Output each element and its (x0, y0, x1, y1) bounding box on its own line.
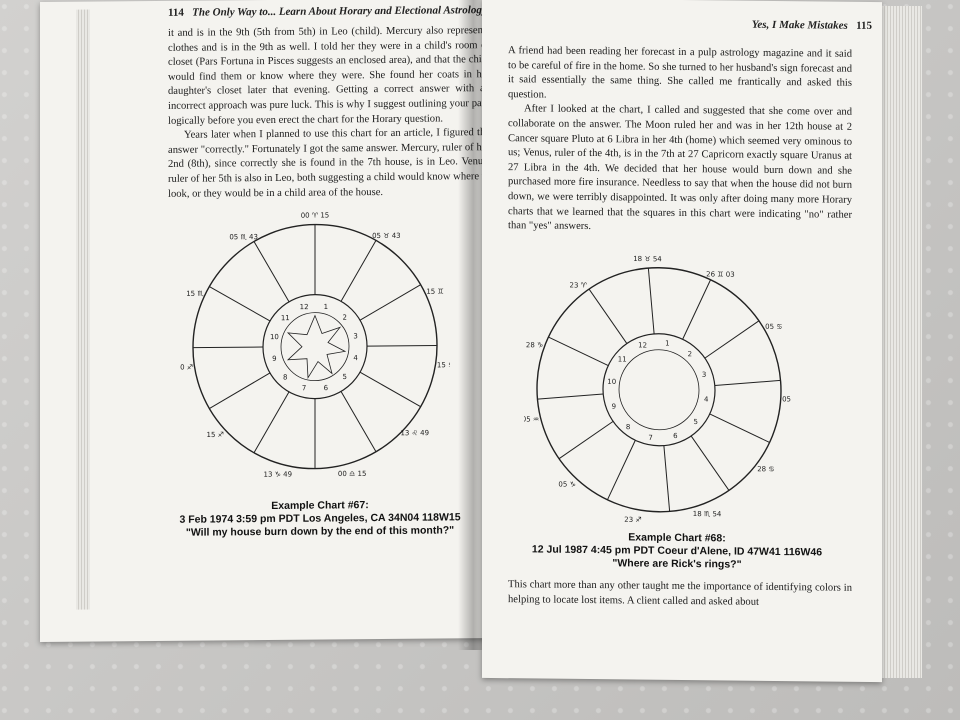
right-page-running-title: Yes, I Make Mistakes (751, 18, 848, 32)
house-number: 12 (638, 341, 647, 349)
page-edges-right (876, 6, 922, 678)
house-cusp-line (690, 435, 730, 491)
house-number: 8 (283, 374, 287, 382)
cusp-sign-label: 05 ♏ 43 (229, 233, 258, 241)
page-edges-left (76, 9, 90, 610)
cusp-sign-label: 26 ♊ 03 (706, 270, 735, 278)
horary-chart-67: 00 ♈ 15 05 ♉ 43 15 ♊ 15 ♋ 13 ♌ 49 00 ♎ 15 13 ♑… (180, 211, 450, 478)
left-paragraph-1: it and is in the 9th (5th from 5th) in L… (168, 25, 490, 127)
house-number: 7 (648, 434, 652, 442)
house-cusp-line (606, 440, 636, 501)
house-number: 11 (281, 314, 290, 322)
house-number: 3 (702, 371, 706, 379)
house-number: 1 (665, 340, 669, 348)
house-number: 2 (688, 350, 692, 358)
house-cusp-line (709, 413, 770, 443)
house-number: 10 (607, 378, 616, 386)
cusp-sign-label: 18 ♏ 54 (693, 510, 722, 518)
right-page-body: A friend had been reading her forecast i… (508, 44, 852, 237)
aspect-star (286, 314, 347, 379)
house-cusp-line (537, 393, 604, 400)
cusp-sign-label: 10 ♐ (180, 363, 193, 371)
cusp-sign-label: 15 ♏ (186, 290, 204, 298)
cusp-sign-label: 15 ♊ (426, 288, 443, 296)
cusp-sign-label: 15 ♐ (207, 431, 224, 439)
left-paragraph-2: Years later when I planned to use this c… (168, 127, 490, 200)
chart-68-caption: Example Chart #68: 12 Jul 1987 4:45 pm P… (502, 530, 852, 573)
house-cusp-line (714, 379, 781, 386)
house-number: 6 (673, 432, 678, 440)
left-page-number: 114 (168, 6, 184, 19)
house-cusp-line (548, 336, 609, 367)
cusp-sign-label: 15 ♋ (437, 361, 450, 369)
cusp-sign-label: 13 ♑ 49 (264, 470, 293, 478)
left-page-body: it and is in the 9th (5th from 5th) in L… (168, 24, 490, 202)
left-page: 114 The Only Way to... Learn About Horar… (40, 0, 498, 642)
cusp-sign-label: 23 ♈ (570, 281, 588, 289)
house-cusp-line (253, 241, 290, 303)
house-cusp-line (663, 445, 671, 512)
house-cusp-line (209, 286, 271, 322)
house-number: 5 (342, 373, 346, 381)
chart-67-question: "Will my house burn down by the end of t… (185, 524, 455, 539)
house-number: 1 (324, 303, 328, 311)
right-page-number: 115 (856, 19, 872, 32)
house-cusp-line (340, 391, 377, 452)
cusp-sign-label: 05 ♑ (558, 481, 575, 489)
right-paragraph-3: This chart more than any other taught me… (508, 579, 852, 608)
house-number: 3 (353, 332, 357, 340)
cusp-sign-label: 23 ♐ (624, 516, 641, 524)
chart-67-caption: Example Chart #67: 3 Feb 1974 3:59 pm PD… (150, 498, 490, 540)
cusp-sign-label: 00 ♈ 15 (301, 211, 330, 219)
right-page-header: Yes, I Make Mistakes 115 (682, 18, 872, 32)
right-paragraph-1: A friend had been reading her forecast i… (508, 45, 852, 101)
house-number: 4 (704, 396, 709, 404)
house-number: 11 (618, 355, 627, 363)
left-page-running-title: The Only Way to... Learn About Horary an… (192, 4, 487, 19)
house-cusp-line (588, 288, 628, 344)
house-number: 7 (302, 384, 306, 392)
right-paragraph-2: After I looked at the chart, I called an… (508, 103, 852, 233)
cusp-sign-label: 00 ♎ 15 (338, 470, 367, 478)
cusp-sign-label: 28 ♋ (757, 465, 774, 473)
house-number: 10 (270, 333, 279, 341)
cusp-sign-label: 28 ♑ (526, 341, 543, 349)
right-page-body-bottom: This chart more than any other taught me… (508, 578, 852, 611)
cusp-sign-label: 18 ♉ 54 (633, 255, 662, 263)
house-number: 2 (342, 314, 346, 322)
house-number: 8 (626, 423, 630, 431)
left-page-header: 114 The Only Way to... Learn About Horar… (168, 4, 498, 19)
house-cusp-line (209, 372, 271, 409)
house-number: 4 (353, 354, 358, 362)
house-number: 12 (300, 303, 309, 311)
house-number: 9 (272, 355, 276, 363)
house-number: 6 (324, 384, 329, 392)
house-cusp-line (359, 284, 421, 321)
cusp-sign-label: 05 ♒ (524, 415, 539, 423)
house-cusp-line (367, 345, 437, 347)
house-cusp-line (704, 320, 760, 359)
right-page: Yes, I Make Mistakes 115 A friend had be… (482, 0, 882, 683)
house-cusp-line (647, 268, 655, 334)
house-cusp-line (193, 346, 263, 349)
cusp-sign-label: 05 ♉ 43 (372, 232, 401, 240)
cusp-sign-label: 05 ♋ (765, 323, 782, 331)
cusp-sign-label: 05 ♌ (782, 395, 794, 403)
house-number: 5 (694, 418, 698, 426)
horary-chart-68: 18 ♉ 54 26 ♊ 03 05 ♋ 05 ♌ 28 ♋ 18 ♏ 54 23 ♐ 05 … (524, 255, 794, 524)
house-cusp-line (253, 391, 290, 454)
house-cusp-line (340, 240, 377, 302)
house-cusp-line (359, 371, 421, 408)
house-number: 9 (612, 403, 616, 411)
house-cusp-line (682, 279, 712, 340)
house-cusp-line (558, 420, 614, 460)
cusp-sign-label: 13 ♌ 49 (400, 429, 429, 437)
